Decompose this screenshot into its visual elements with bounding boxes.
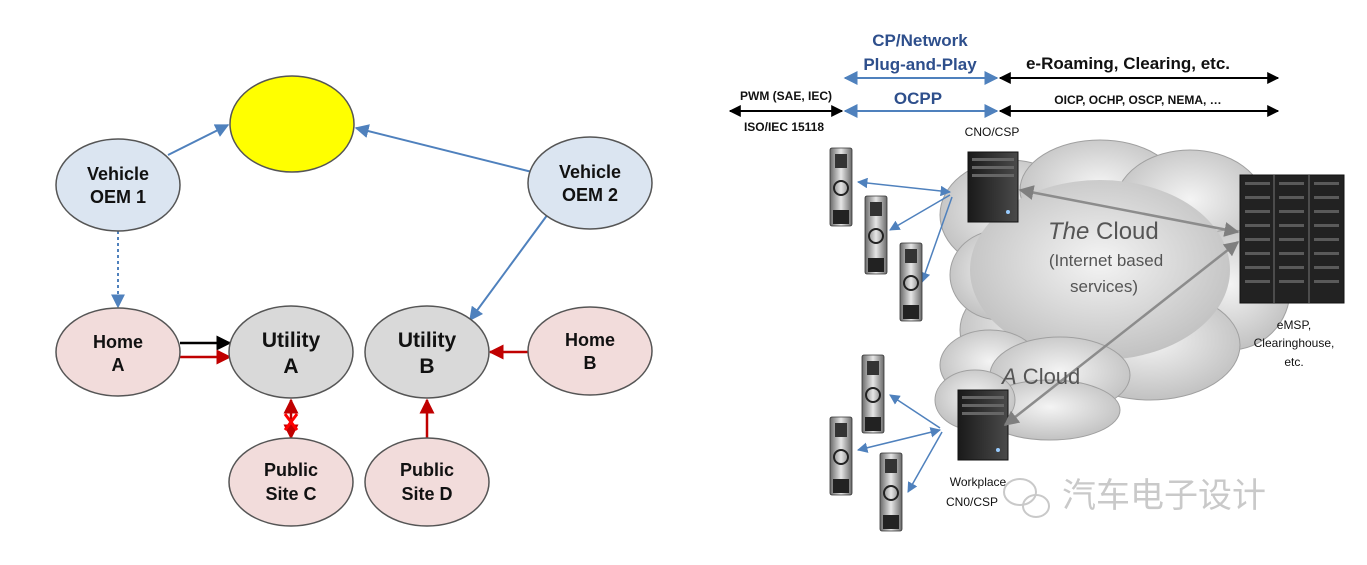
header-plug-and-play: Plug-and-Play bbox=[863, 55, 977, 74]
header-e-roaming: e-Roaming, Clearing, etc. bbox=[1026, 54, 1230, 73]
emsp-line1: eMSP, bbox=[1277, 318, 1311, 332]
emsp-line3: etc. bbox=[1284, 355, 1303, 369]
node-utility-a-line1: Utility bbox=[262, 329, 321, 352]
node-home-b: Home B bbox=[527, 306, 653, 396]
node-home-b-line2: B bbox=[584, 353, 597, 373]
node-utility-b: Utility B bbox=[364, 305, 490, 399]
hub-node bbox=[229, 75, 355, 173]
left-diagram: Vehicle OEM 1 Vehicle OEM 2 Home A Utili… bbox=[55, 75, 653, 527]
node-public-d: Public Site D bbox=[364, 437, 490, 527]
node-utility-b-line1: Utility bbox=[398, 329, 457, 352]
edge-oem2-hub bbox=[354, 124, 533, 173]
right-diagram: CP/Network Plug-and-Play e-Roaming, Clea… bbox=[728, 31, 1345, 532]
header-ocpp: OCPP bbox=[894, 89, 942, 108]
workplace-line2: CN0/CSP bbox=[946, 495, 998, 509]
node-oem1-line1: Vehicle bbox=[87, 164, 149, 184]
internet-line2: services) bbox=[1070, 277, 1138, 296]
header-pwm: PWM (SAE, IEC) bbox=[740, 89, 832, 103]
cno-server-icon bbox=[967, 151, 1019, 223]
node-public-c: Public Site C bbox=[228, 437, 354, 527]
node-public-d-line1: Public bbox=[400, 460, 454, 480]
charger-links-bottom bbox=[856, 394, 943, 493]
watermark-text: 汽车电子设计 bbox=[1062, 476, 1266, 516]
node-oem1: Vehicle OEM 1 bbox=[55, 138, 181, 232]
node-home-a: Home A bbox=[55, 307, 181, 397]
emsp-line2: Clearinghouse, bbox=[1254, 336, 1335, 350]
edge-oem2-utility-b bbox=[469, 213, 549, 322]
workplace-line1: Workplace bbox=[950, 475, 1007, 489]
charger-links-top bbox=[856, 177, 953, 283]
edge-oem1-hub bbox=[167, 124, 230, 156]
node-oem1-line2: OEM 1 bbox=[90, 187, 146, 207]
wechat-logo-icon bbox=[1003, 478, 1050, 518]
arrow-workplace-to-emsp bbox=[1003, 241, 1240, 426]
internet-line1: (Internet based bbox=[1049, 251, 1163, 270]
node-utility-b-line2: B bbox=[419, 355, 434, 378]
node-home-b-line1: Home bbox=[565, 330, 615, 350]
node-home-a-line2: A bbox=[112, 355, 125, 375]
charging-station-icon bbox=[861, 354, 885, 434]
charging-station-icon bbox=[829, 147, 853, 227]
workplace-server-icon bbox=[957, 389, 1009, 461]
arrow-cloud-to-emsp bbox=[1018, 185, 1240, 237]
node-oem2-line1: Vehicle bbox=[559, 162, 621, 182]
the-cloud-label: The Cloud bbox=[1048, 218, 1159, 245]
a-cloud-label: A Cloud bbox=[1000, 364, 1080, 389]
header-cp-network: CP/Network bbox=[872, 31, 968, 50]
node-utility-a-line2: A bbox=[283, 355, 298, 378]
charging-station-icon bbox=[829, 416, 853, 496]
header-iso: ISO/IEC 15118 bbox=[744, 120, 824, 134]
node-utility-a: Utility A bbox=[228, 305, 354, 399]
data-center-rack-icon bbox=[1239, 174, 1345, 304]
charging-station-icon bbox=[864, 195, 888, 275]
blocked-cross-icon bbox=[283, 413, 299, 431]
node-public-c-line2: Site C bbox=[265, 484, 316, 504]
header-protocols: OICP, OCHP, OSCP, NEMA, … bbox=[1054, 93, 1221, 107]
charging-station-icon bbox=[899, 242, 923, 322]
node-home-a-line1: Home bbox=[93, 332, 143, 352]
node-public-c-line1: Public bbox=[264, 460, 318, 480]
node-oem2-line2: OEM 2 bbox=[562, 185, 618, 205]
node-oem2: Vehicle OEM 2 bbox=[527, 136, 653, 230]
node-public-d-line2: Site D bbox=[401, 484, 452, 504]
charging-station-icon bbox=[879, 452, 903, 532]
label-cno-csp: CNO/CSP bbox=[965, 125, 1020, 139]
